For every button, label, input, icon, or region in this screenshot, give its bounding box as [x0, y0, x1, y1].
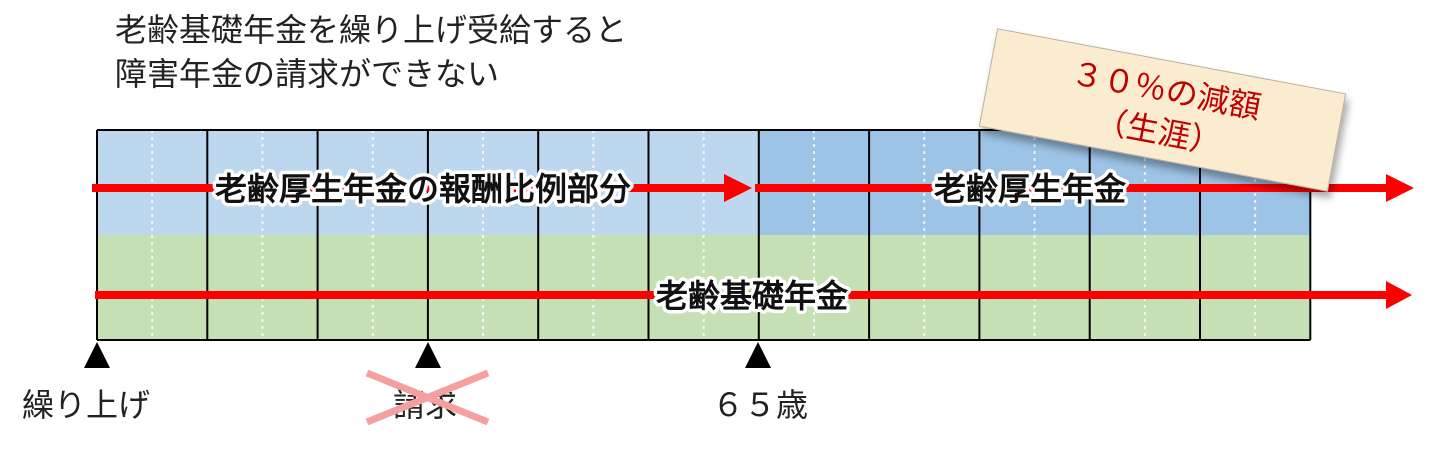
diagram-title: 老齢基礎年金を繰り上げ受給すると 障害年金の請求ができない	[115, 8, 627, 96]
lower-cell	[648, 235, 759, 340]
upper-cell	[538, 130, 649, 235]
upper-left-band-label: 老齢厚生年金の報酬比例部分	[215, 170, 631, 208]
upper-cell	[207, 130, 318, 235]
lower-cell	[317, 235, 428, 340]
lower-cell	[207, 235, 318, 340]
lower-cell	[427, 235, 539, 340]
upper-cell	[97, 130, 208, 235]
early-marker-triangle	[84, 342, 110, 368]
title-line-2: 障害年金の請求ができない	[115, 55, 500, 93]
upper-cell	[427, 130, 539, 235]
age65-label: ６５歳	[712, 386, 809, 424]
lower-cell	[869, 235, 980, 340]
upper-right-band-label: 老齢厚生年金	[934, 170, 1127, 208]
lower-arrowhead	[1386, 281, 1412, 309]
upper-cell	[758, 130, 870, 235]
lower-cell	[1200, 235, 1311, 340]
lower-cell	[979, 235, 1090, 340]
upper-left-arrowhead	[724, 174, 752, 202]
lower-cell	[97, 235, 208, 340]
claim-marker-triangle	[415, 342, 441, 368]
upper-cell	[317, 130, 428, 235]
early-label: 繰り上げ	[22, 386, 151, 424]
upper-cell	[869, 130, 980, 235]
claim-label: 請求	[393, 386, 458, 424]
grid	[96, 129, 1312, 341]
lower-cell	[758, 235, 870, 340]
lower-band-label: 老齢基礎年金	[656, 277, 849, 315]
upper-right-arrowhead	[1386, 174, 1414, 202]
lower-cell	[538, 235, 649, 340]
lower-cell	[1089, 235, 1200, 340]
upper-cell	[979, 130, 1090, 235]
title-line-1: 老齢基礎年金を繰り上げ受給すると	[115, 11, 628, 49]
arrows	[92, 174, 1414, 309]
age65-marker-triangle	[745, 342, 771, 368]
